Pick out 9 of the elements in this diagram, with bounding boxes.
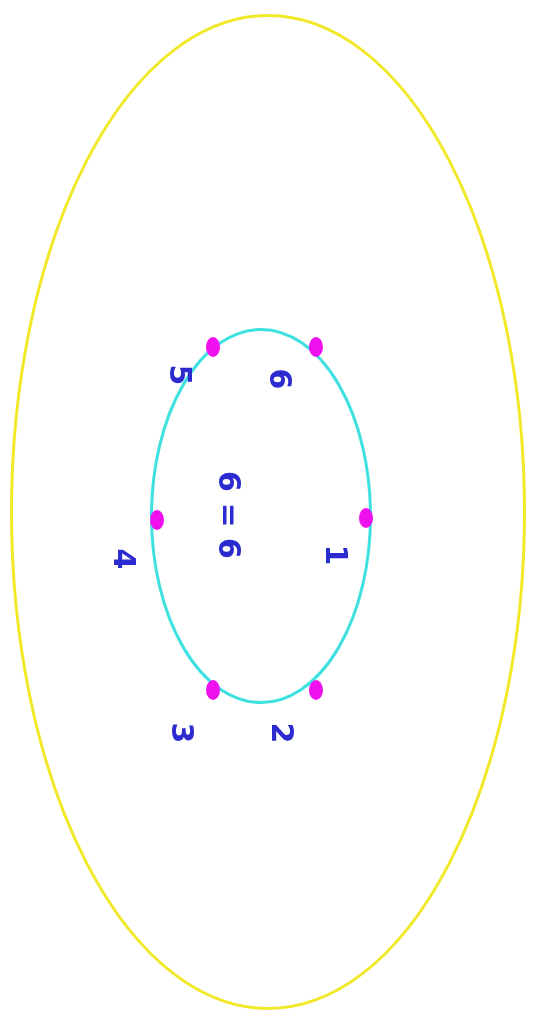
- point-number: 2: [267, 722, 298, 744]
- center-label: 6 = 6: [213, 471, 244, 559]
- point-number: 3: [167, 722, 198, 744]
- inner-ring: [150, 328, 372, 704]
- outer-ellipse: [10, 14, 526, 1010]
- point-number: 1: [321, 544, 352, 566]
- point-number: 6: [265, 368, 296, 390]
- point-number: 5: [165, 364, 196, 386]
- point-number: 4: [109, 548, 140, 570]
